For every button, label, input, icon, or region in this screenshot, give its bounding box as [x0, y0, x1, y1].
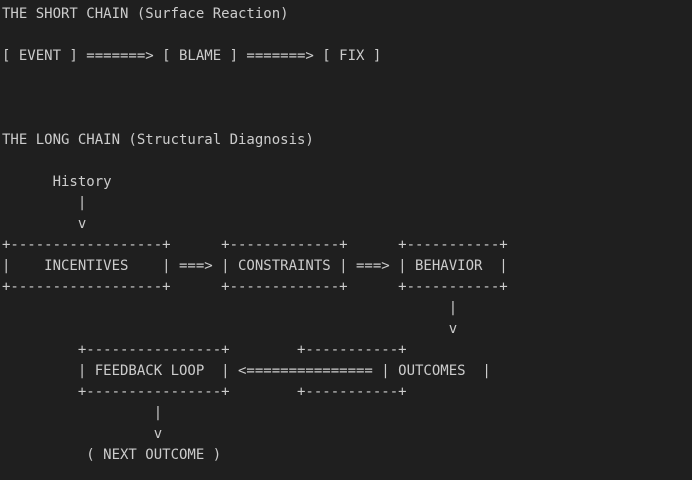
long-chain-title: THE LONG CHAIN (Structural Diagnosis): [2, 132, 314, 148]
short-chain-flow: [ EVENT ] =======> [ BLAME ] =======> [ …: [2, 48, 382, 64]
blank-line: [2, 109, 686, 130]
blank-line: [2, 88, 686, 109]
short-chain-title: THE SHORT CHAIN (Surface Reaction): [2, 6, 289, 22]
long-chain-ascii-diagram: History | v +------------------+ +------…: [2, 174, 508, 463]
terminal-screen: THE SHORT CHAIN (Surface Reaction) [ EVEN…: [2, 6, 686, 463]
blank-line: [2, 151, 686, 172]
blank-line: [2, 25, 686, 46]
blank-line: [2, 67, 686, 88]
